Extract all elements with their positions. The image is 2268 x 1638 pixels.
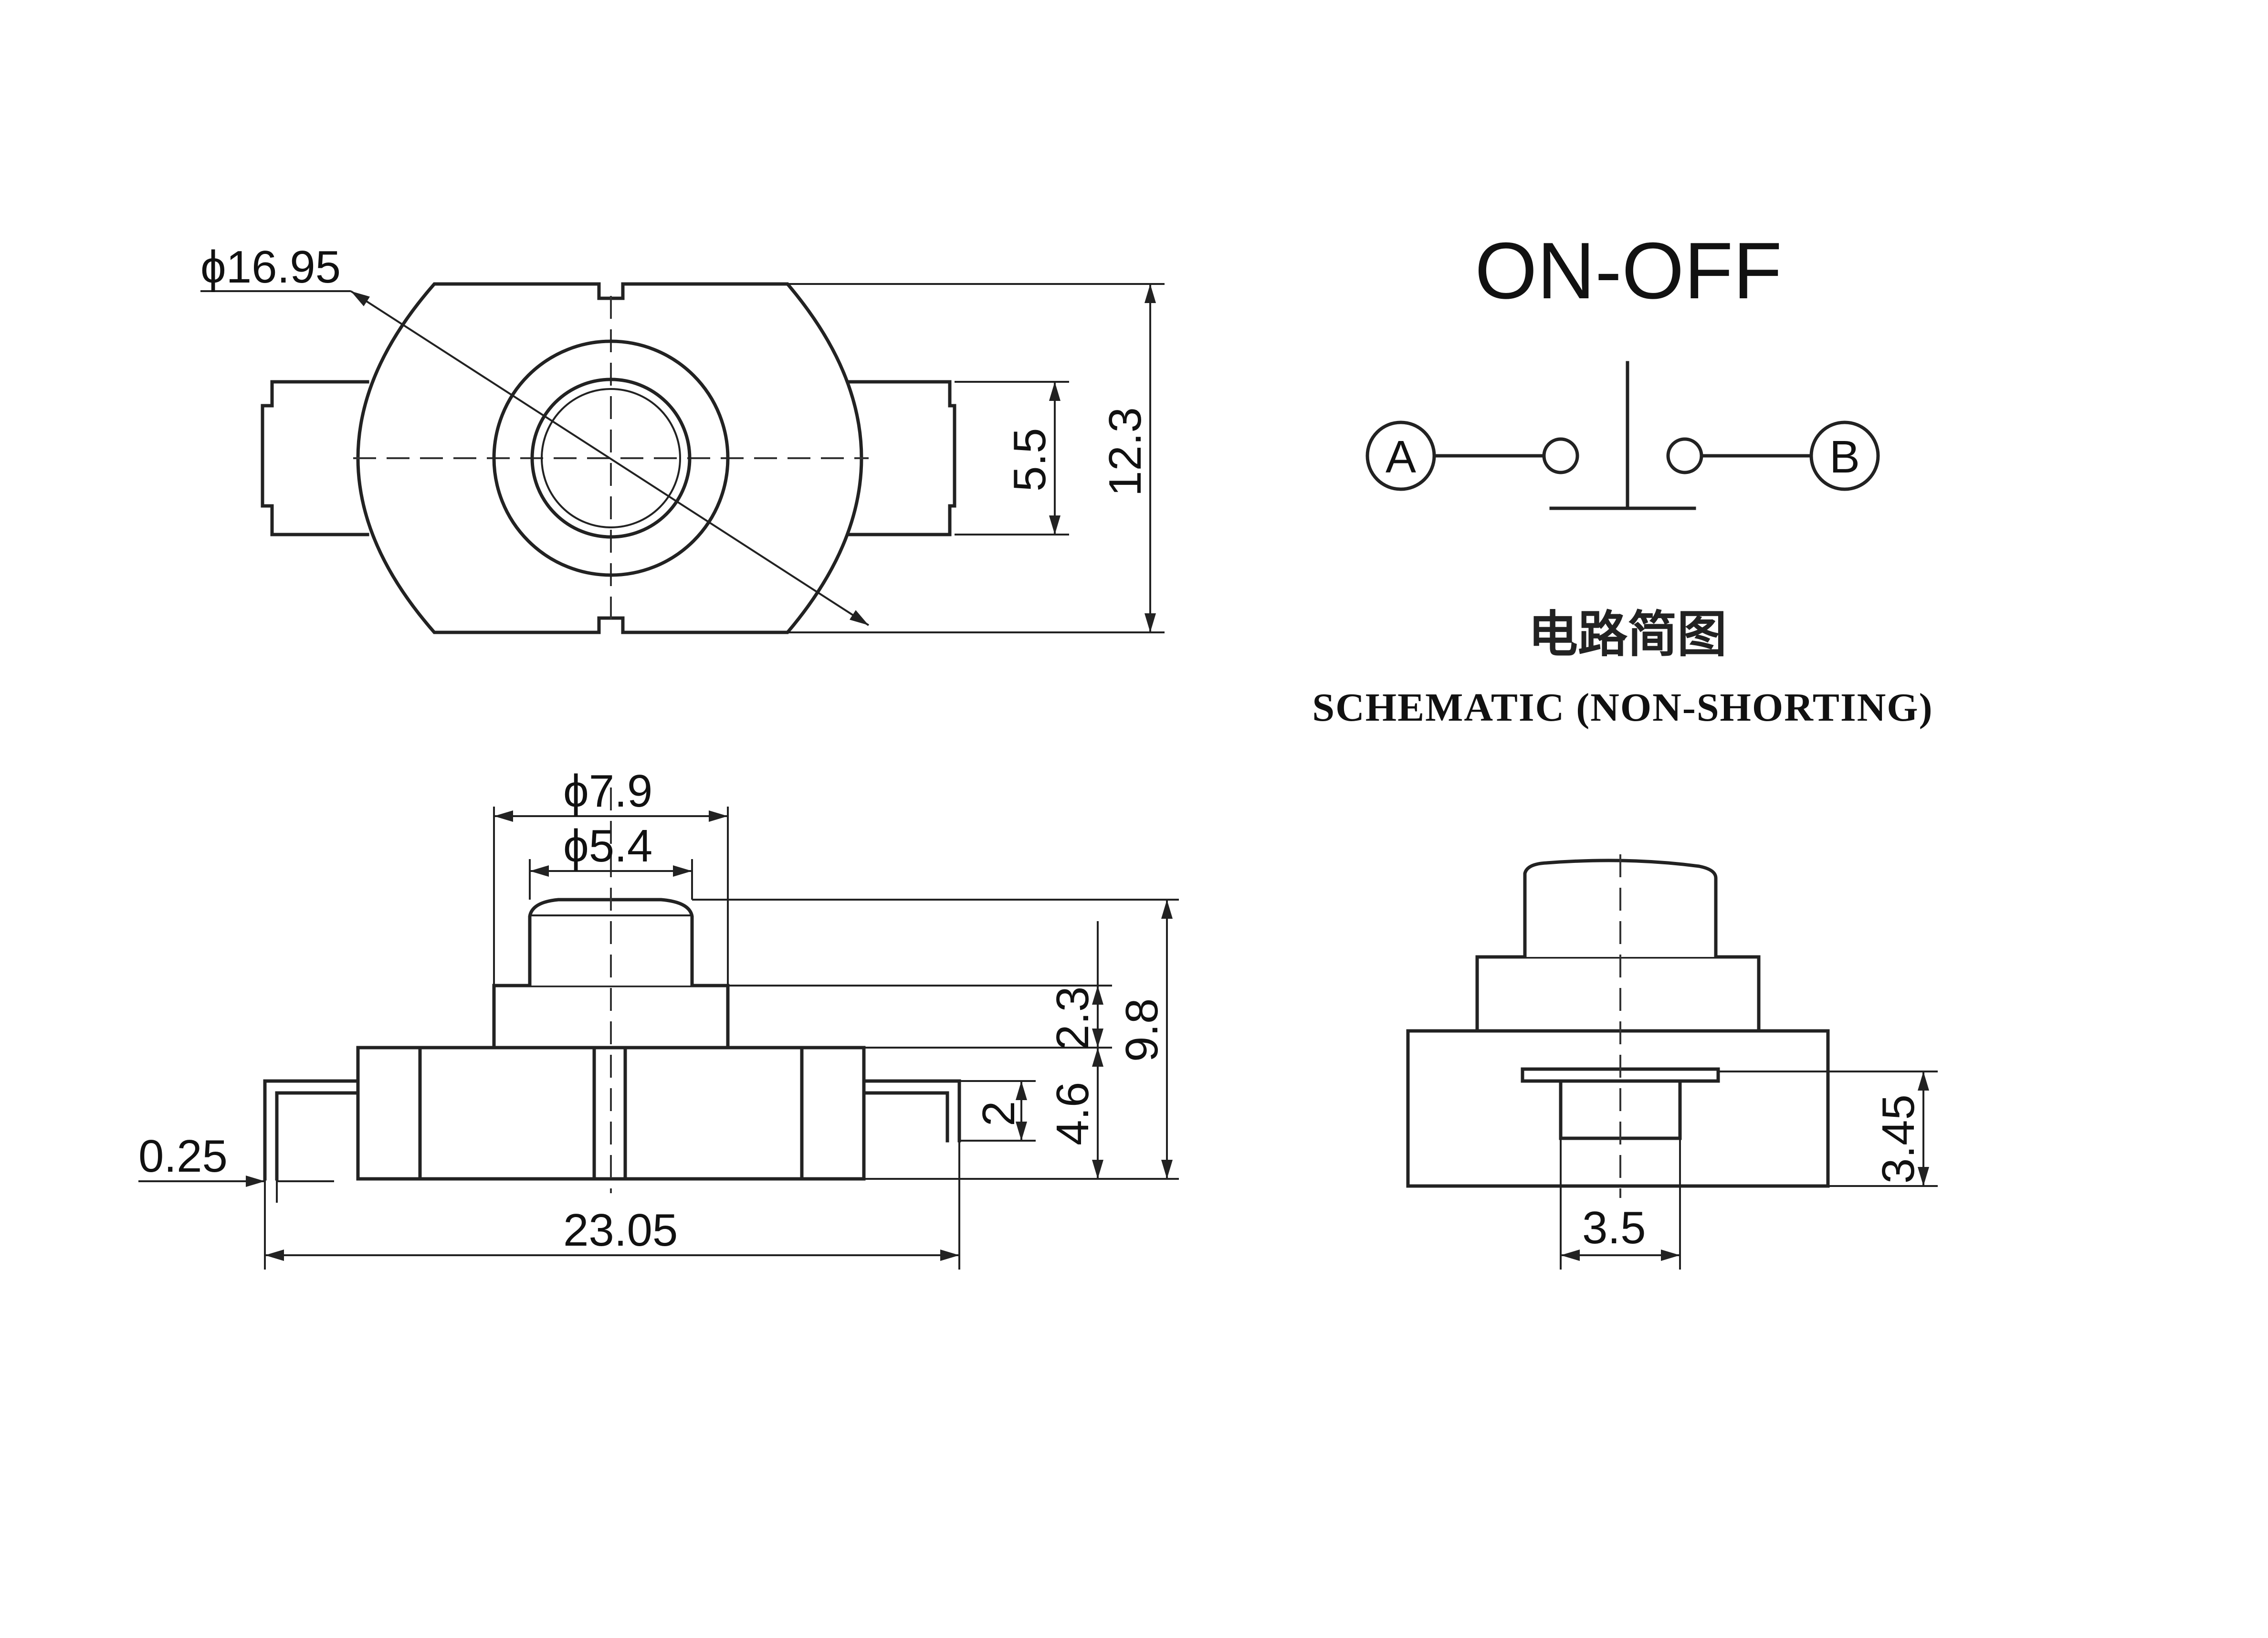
end-collar [1475,955,1761,1033]
collar-label: 2.3 [1047,987,1098,1050]
dia-outer-label: ϕ16.95 [200,242,341,293]
total-height-label: 9.8 [1116,998,1167,1062]
side-view: ϕ7.9 ϕ5.4 2 2.3 4.6 9.8 0.25 23. [138,766,1179,1270]
thickness-label: 0.25 [138,1131,228,1182]
right-tab [848,380,956,536]
end-view: 3.45 3.5 [1406,854,1938,1270]
end-body [1406,1029,1830,1188]
tab-width-label: 5.5 [1004,428,1055,492]
terminal-b-circle [1809,420,1880,491]
slot-height-label: 3.45 [1873,1094,1924,1184]
lead-label: 2 [973,1101,1024,1126]
caption-en: SCHEMATIC (NON-SHORTING) [1312,685,1933,730]
left-tab [261,380,369,536]
left-lead [263,1079,360,1181]
contact-a [1542,437,1579,474]
terminal-b-label: B [1829,431,1860,483]
total-length-label: 23.05 [563,1205,678,1256]
dia-button-outer-label: ϕ7.9 [563,766,652,817]
top-view: ϕ16.95 5.5 12.3 [200,242,1165,634]
schematic: ON-OFF A B 电路简图 SCHEMATIC (NON-SHORTING) [1312,226,1933,730]
contact-b [1666,437,1703,474]
body-label: 4.6 [1047,1082,1098,1145]
terminal-a-label: A [1386,431,1416,483]
right-lead [862,1079,961,1143]
dia-outer-line [350,290,870,626]
mode-title: ON-OFF [1475,226,1782,315]
caption-cn: 电路简图 [1528,605,1727,663]
dia-button-inner-label: ϕ5.4 [563,820,652,872]
height-label: 12.3 [1100,407,1151,496]
slot-width-label: 3.5 [1582,1202,1646,1253]
